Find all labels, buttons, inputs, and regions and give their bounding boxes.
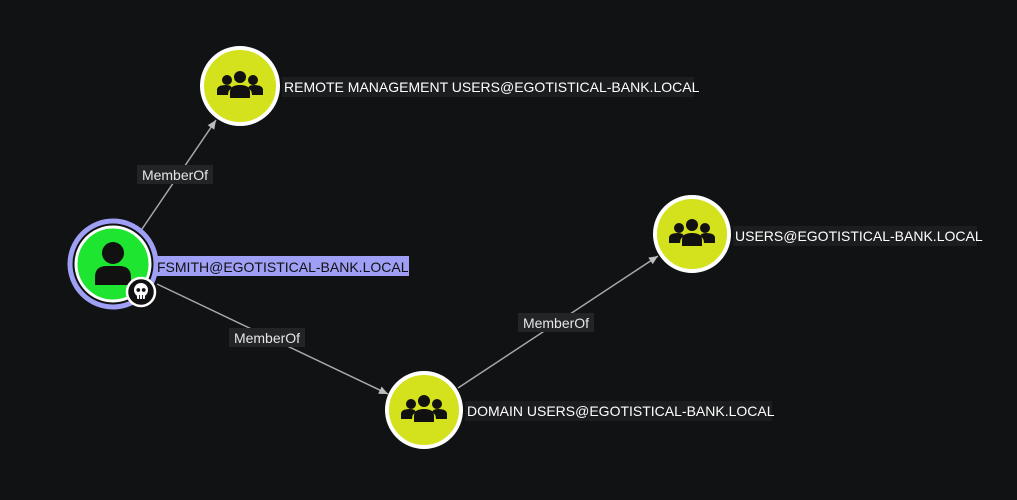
node-fsmith[interactable]: FSMITH@EGOTISTICAL-BANK.LOCAL [67,218,409,310]
node-label[interactable]: DOMAIN USERS@EGOTISTICAL-BANK.LOCAL [467,403,775,419]
node-label[interactable]: USERS@EGOTISTICAL-BANK.LOCAL [735,228,983,244]
node-label-background [282,77,694,97]
edge-label-text: MemberOf [523,315,589,331]
edge-label-fsmith-remote-management: MemberOf [137,165,213,184]
skull-icon [125,276,157,308]
edge-label-text: MemberOf [234,330,300,346]
edge-label-domain-users-users: MemberOf [518,313,594,332]
edge-label-text: MemberOf [142,167,208,183]
node-label-background [155,256,409,276]
edge-label-fsmith-domain-users: MemberOf [229,328,305,347]
node-remote-management-users[interactable]: REMOTE MANAGEMENT USERS@EGOTISTICAL-BANK… [200,46,700,126]
node-label-background [733,226,977,246]
node-label[interactable]: FSMITH@EGOTISTICAL-BANK.LOCAL [157,259,409,275]
node-label[interactable]: REMOTE MANAGEMENT USERS@EGOTISTICAL-BANK… [284,79,700,95]
node-label-background [465,401,772,421]
node-domain-users[interactable]: DOMAIN USERS@EGOTISTICAL-BANK.LOCAL [385,371,775,449]
node-users[interactable]: USERS@EGOTISTICAL-BANK.LOCAL [653,195,983,273]
